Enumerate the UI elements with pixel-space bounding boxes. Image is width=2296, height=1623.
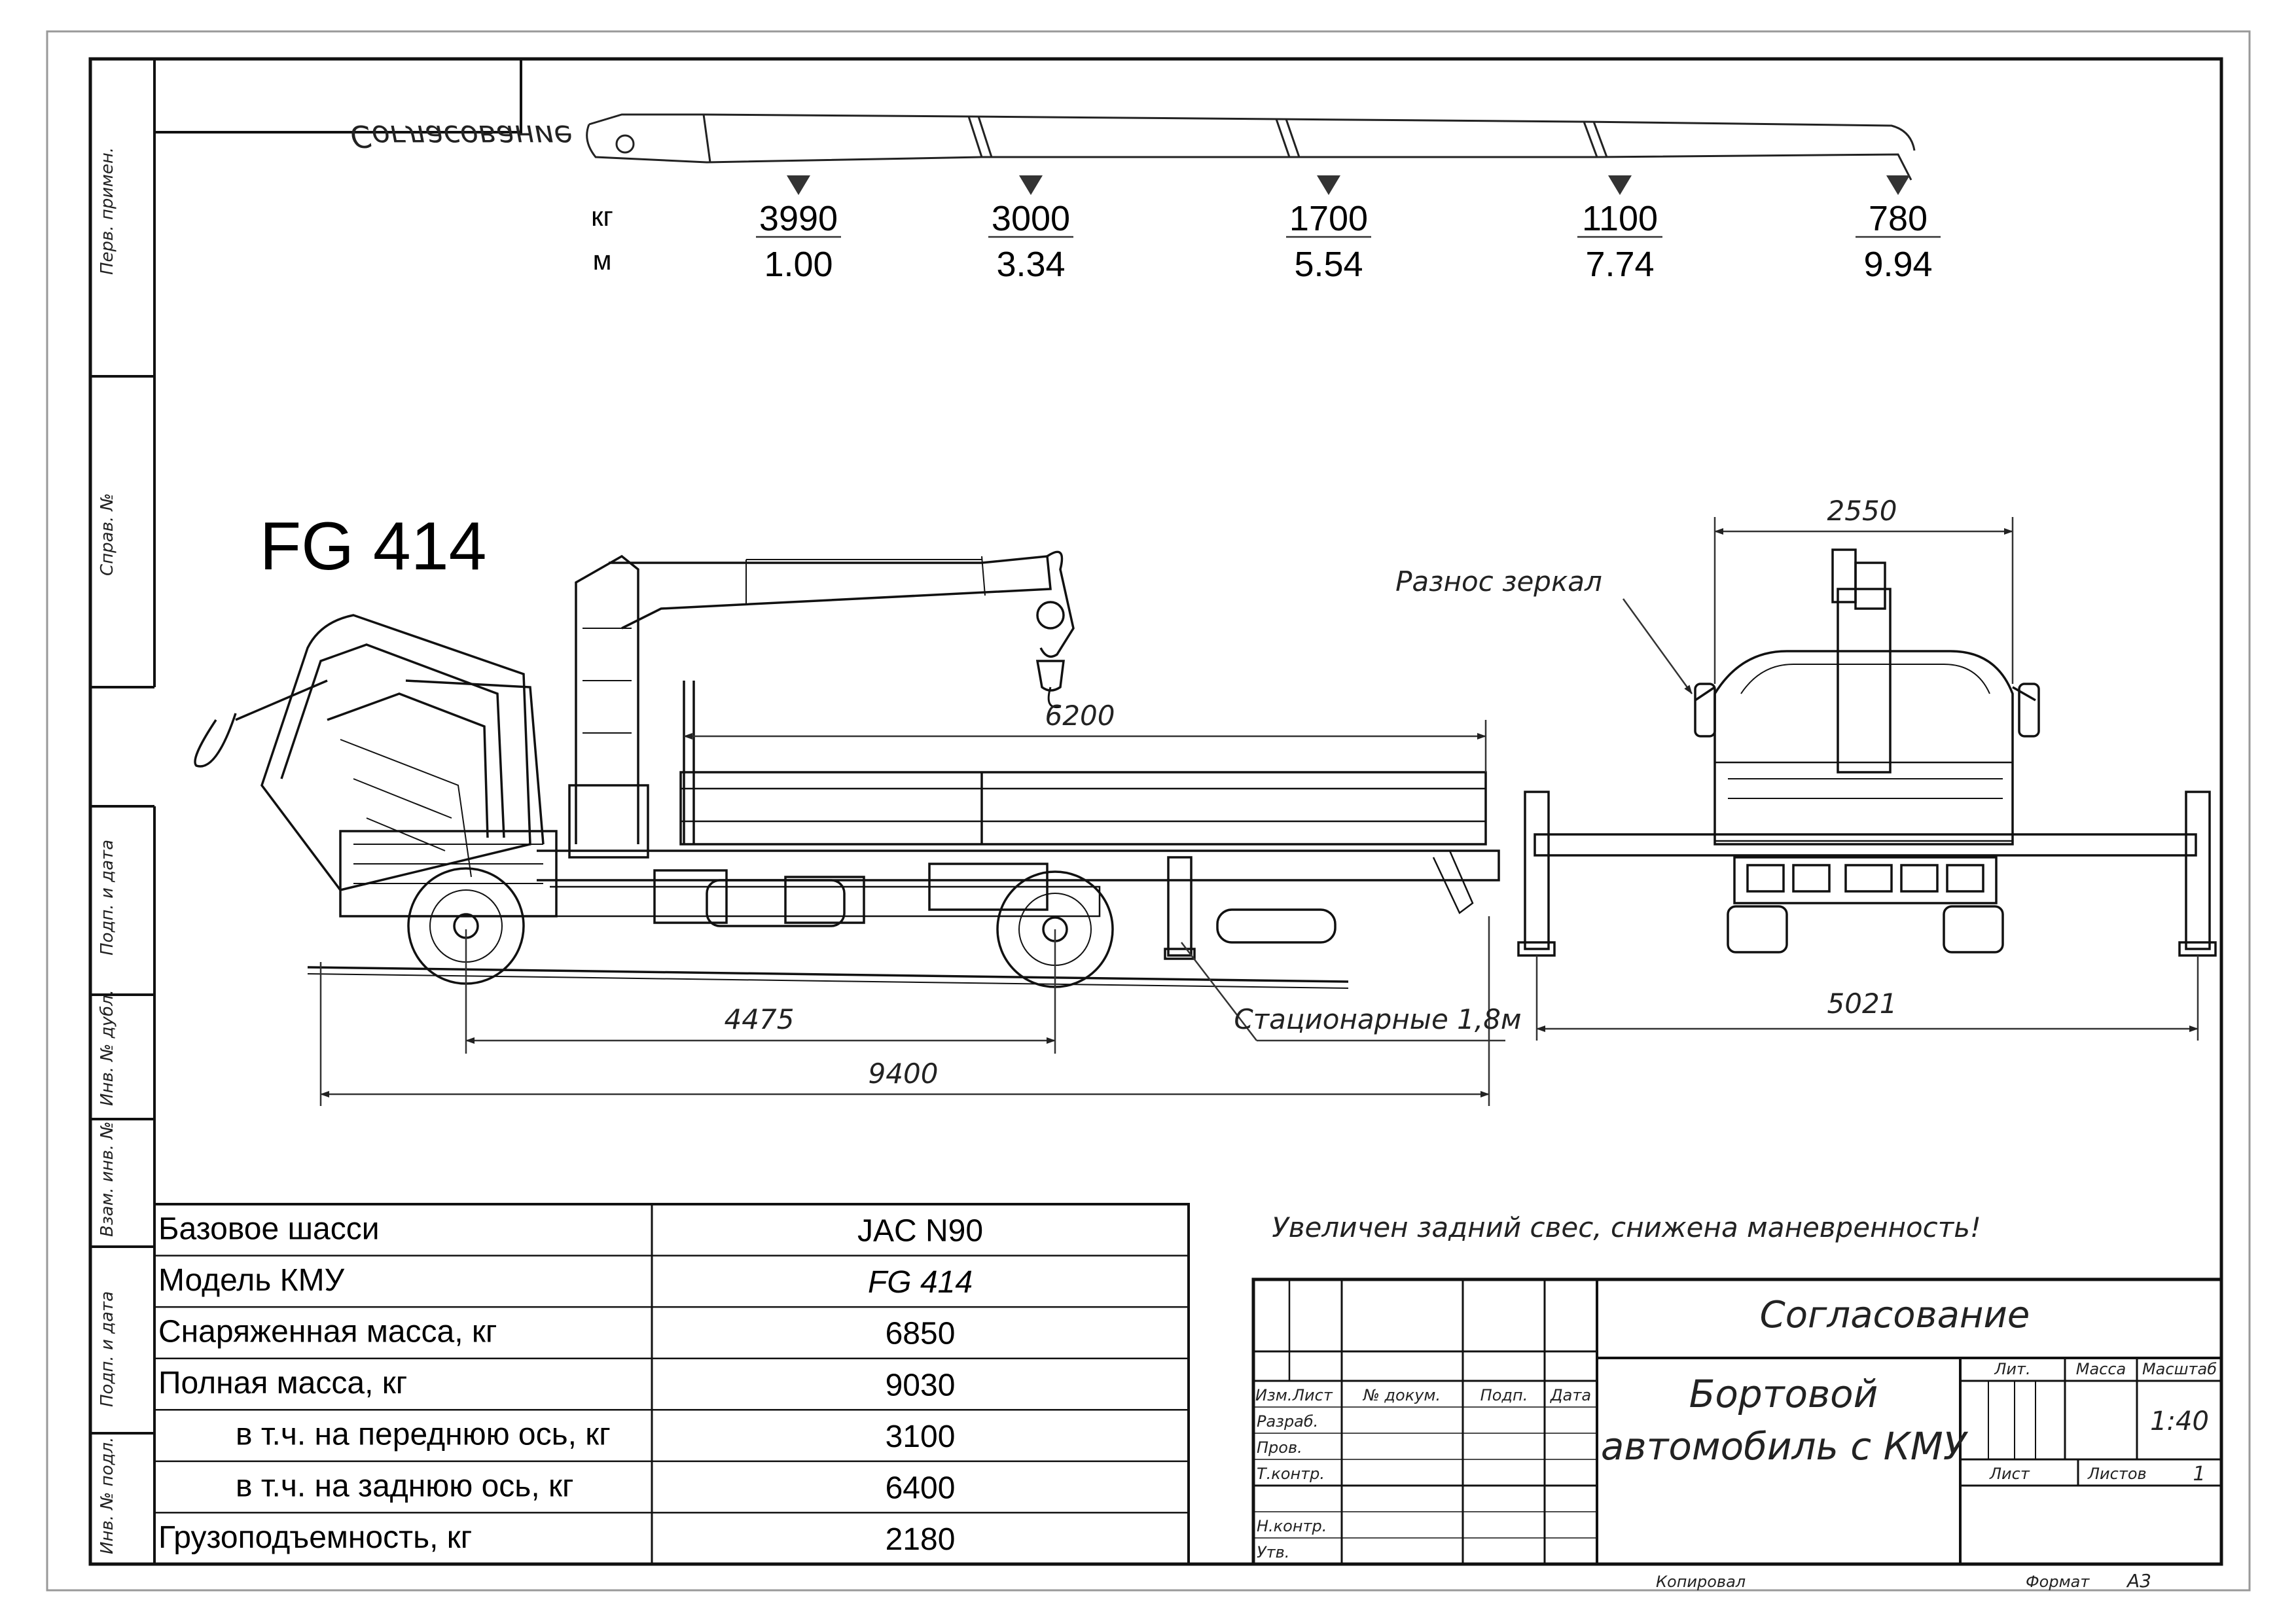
spec-value: 3100 bbox=[886, 1419, 956, 1454]
load-value: 1100 bbox=[1582, 199, 1658, 238]
side-label: Перв. примен. bbox=[98, 147, 117, 275]
outer-border bbox=[46, 30, 2251, 1592]
scale-value: 1:40 bbox=[2150, 1406, 2209, 1436]
dim-outrigger-span: 5021 bbox=[1827, 988, 1897, 1020]
label-format: Формат bbox=[2026, 1573, 2090, 1591]
sheets-count: 1 bbox=[2193, 1463, 2205, 1486]
load-point-marker bbox=[1886, 175, 1910, 195]
dimensions-side bbox=[319, 720, 1505, 1106]
reach-value: 1.00 bbox=[764, 245, 833, 284]
spec-label: Базовое шасси bbox=[158, 1211, 380, 1246]
format-value: А3 bbox=[2126, 1570, 2151, 1592]
dim-overall-length: 9400 bbox=[869, 1058, 939, 1090]
spec-value: FG 414 bbox=[868, 1265, 973, 1300]
hdr-mass: Масса bbox=[2076, 1360, 2126, 1378]
dim-width: 2550 bbox=[1827, 495, 1897, 527]
spec-label: в т.ч. на переднюю ось, кг bbox=[236, 1418, 611, 1452]
reach-value: 3.34 bbox=[996, 245, 1065, 284]
hdr-date: Дата bbox=[1550, 1386, 1591, 1404]
reach-value: 9.94 bbox=[1863, 245, 1932, 284]
title-line-2: автомобиль с КМУ bbox=[1601, 1424, 1969, 1469]
label-sheets: Листов bbox=[2087, 1465, 2147, 1483]
spec-value: 9030 bbox=[886, 1368, 956, 1402]
role-checked: Пров. bbox=[1257, 1438, 1302, 1457]
spec-value: 6850 bbox=[886, 1317, 956, 1351]
warning-note: Увеличен задний свес, снижена маневренно… bbox=[1272, 1211, 1981, 1243]
truck-side-view bbox=[194, 550, 1500, 989]
spec-label: Грузоподъемность, кг bbox=[158, 1520, 472, 1555]
reach-unit-label: м bbox=[593, 245, 612, 276]
spec-value: 6400 bbox=[886, 1471, 956, 1505]
role-approved: Утв. bbox=[1257, 1543, 1289, 1561]
load-value: 780 bbox=[1869, 199, 1928, 238]
load-unit-label: кг bbox=[591, 201, 613, 232]
reach-value: 7.74 bbox=[1585, 245, 1654, 284]
side-label: Инв. № дубл. bbox=[98, 990, 117, 1106]
side-label: Взам. инв. № bbox=[98, 1121, 117, 1237]
load-chart: кг м 3990 1.00 3000 3.34 1700 5.54 1100 7.74 780… bbox=[591, 175, 1941, 284]
side-label: Подп. и дата bbox=[98, 1291, 117, 1407]
dim-platform-length: 6200 bbox=[1045, 700, 1115, 732]
spec-label: Полная масса, кг bbox=[158, 1366, 407, 1400]
mirror-note: Разнос зеркал bbox=[1395, 565, 1602, 597]
boom-profile bbox=[586, 113, 1916, 181]
side-label: Справ. № bbox=[98, 493, 117, 576]
load-point-marker bbox=[787, 175, 810, 195]
spec-label: Модель КМУ bbox=[158, 1263, 345, 1298]
spec-value: JAC N90 bbox=[857, 1214, 983, 1249]
hdr-lit: Лит. bbox=[1994, 1360, 2030, 1378]
role-norm-control: Н.контр. bbox=[1257, 1517, 1327, 1535]
load-point-marker bbox=[1608, 175, 1632, 195]
hdr-sign: Подп. bbox=[1480, 1386, 1528, 1404]
truck-rear-view bbox=[1517, 548, 2217, 957]
top-stamp: Согласование bbox=[153, 59, 573, 154]
outrigger-note: Стационарные 1,8м bbox=[1234, 1003, 1521, 1035]
label-copied: Копировал bbox=[1656, 1573, 1746, 1591]
role-developed: Разраб. bbox=[1257, 1412, 1318, 1431]
title-approval: Согласование bbox=[1760, 1294, 2030, 1336]
hdr-list: Лист bbox=[1292, 1386, 1333, 1404]
load-point-marker bbox=[1019, 175, 1043, 195]
hdr-doc: № докум. bbox=[1362, 1386, 1441, 1404]
hdr-izm: Изм. bbox=[1255, 1386, 1292, 1404]
side-label: Инв. № подл. bbox=[98, 1437, 117, 1554]
title-block bbox=[1251, 1277, 2223, 1566]
load-value: 3990 bbox=[759, 199, 838, 238]
dim-wheelbase: 4475 bbox=[725, 1003, 795, 1035]
side-label: Подп. и дата bbox=[98, 840, 117, 955]
spec-label: Снаряженная масса, кг bbox=[158, 1315, 497, 1349]
reach-value: 5.54 bbox=[1294, 245, 1363, 284]
spec-value: 2180 bbox=[886, 1522, 956, 1557]
title-line-1: Бортовой bbox=[1689, 1372, 1878, 1416]
load-point-marker bbox=[1317, 175, 1340, 195]
load-value: 1700 bbox=[1289, 199, 1368, 238]
load-value: 3000 bbox=[992, 199, 1070, 238]
model-title: FG 414 bbox=[260, 508, 487, 584]
label-sheet: Лист bbox=[1989, 1465, 2030, 1483]
hdr-scale: Масштаб bbox=[2142, 1360, 2217, 1378]
spec-label: в т.ч. на заднюю ось, кг bbox=[236, 1469, 574, 1503]
stamp-text: Согласование bbox=[350, 118, 572, 154]
dimensions-rear bbox=[1535, 517, 2199, 1041]
role-tech-control: Т.контр. bbox=[1257, 1465, 1325, 1483]
